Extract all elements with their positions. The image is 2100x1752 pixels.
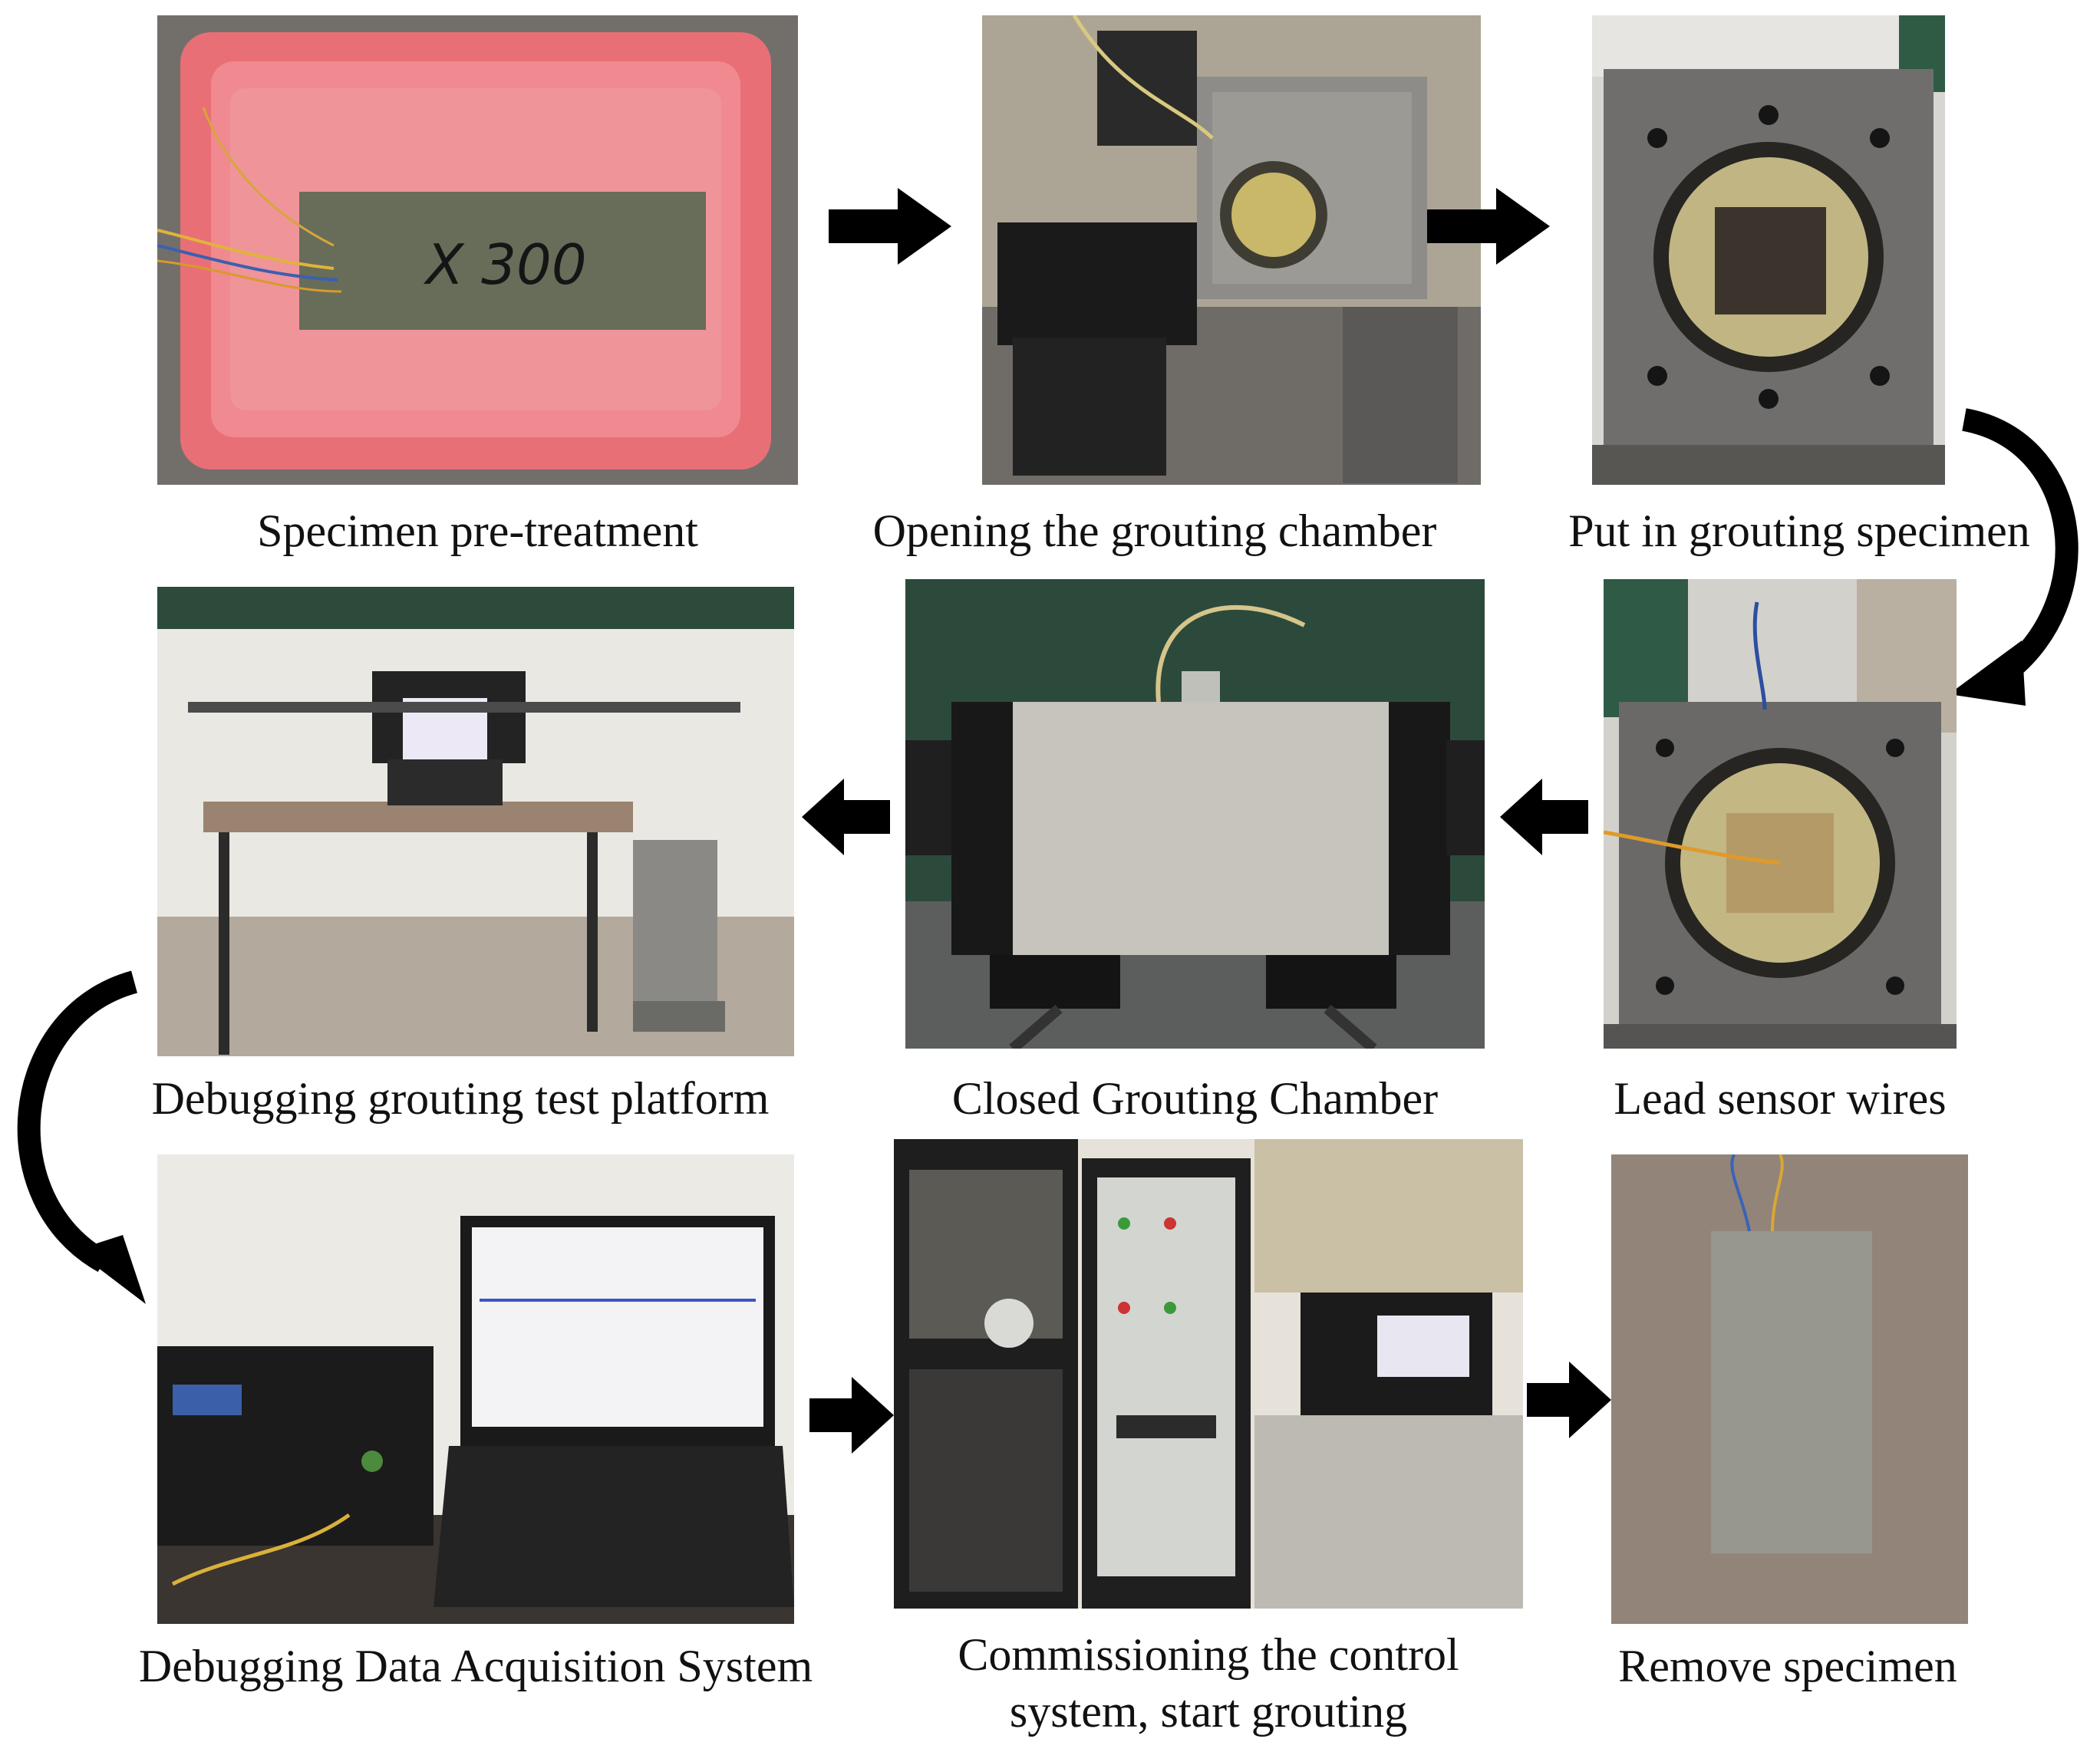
arrow-left-2 [802, 779, 890, 855]
photo-lead-sensor-wires [1604, 579, 1957, 1049]
caption-control-system-line1: Commissioning the control [958, 1629, 1459, 1680]
photo-data-acquisition [157, 1154, 794, 1624]
photo-closed-chamber [905, 579, 1485, 1049]
photo-opening-chamber [982, 15, 1481, 485]
photo-debugging-platform [157, 587, 794, 1056]
caption-put-in-specimen: Put in grouting specimen [1568, 506, 2030, 556]
photo-put-in-specimen [1592, 15, 1945, 485]
arrow-curved-2 [8, 970, 161, 1312]
arrow-curved-1 [1949, 408, 2095, 717]
photo-remove-specimen [1611, 1154, 1968, 1624]
arrow-right-3 [809, 1377, 894, 1454]
caption-closed-chamber: Closed Grouting Chamber [951, 1073, 1439, 1124]
caption-lead-sensor-wires: Lead sensor wires [1614, 1073, 1947, 1124]
caption-control-system-line2: system, start grouting [1009, 1686, 1408, 1737]
photo-specimen-pretreatment: X 300 [157, 15, 798, 485]
caption-debugging-platform: Debugging grouting test platform [151, 1073, 770, 1124]
arrow-right-2 [1427, 188, 1550, 265]
caption-remove-specimen: Remove specimen [1618, 1641, 1957, 1691]
specimen-mark-text: X 300 [423, 232, 587, 297]
arrow-right-1 [829, 188, 951, 265]
caption-opening-chamber: Opening the grouting chamber [872, 506, 1437, 556]
arrow-right-4 [1527, 1362, 1611, 1438]
caption-data-acquisition: Debugging Data Acquisition System [138, 1641, 813, 1691]
photo-control-system [894, 1139, 1523, 1609]
caption-specimen-pretreatment: Specimen pre-treatment [257, 506, 698, 556]
caption-control-system: Commissioning the control system, start … [894, 1626, 1523, 1740]
arrow-left-1 [1500, 779, 1588, 855]
